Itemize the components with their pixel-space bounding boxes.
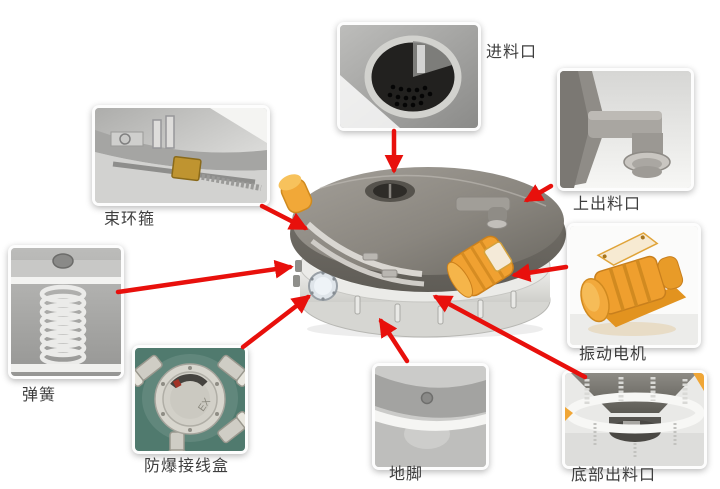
junction-box-photo: EX: [135, 348, 245, 451]
machine-spout: [455, 196, 511, 229]
upper-outlet-label: 上出料口: [573, 196, 642, 213]
foot-label: 地脚: [389, 466, 424, 483]
left-studs: [293, 260, 302, 287]
junction-box-card: EX: [132, 345, 248, 454]
sight-glass: [308, 271, 338, 301]
foot-card: [372, 363, 489, 470]
clamp-ring-card: [92, 105, 270, 206]
spring-card: [8, 245, 124, 379]
junction-box-label: 防爆接线盒: [144, 458, 230, 475]
vibration-motor-card: [567, 223, 701, 348]
clamp-ring-label: 束环箍: [104, 211, 156, 228]
machine-dome: [290, 167, 566, 292]
vibration-motor-photo: [570, 226, 698, 345]
bottom-outlet-photo: [565, 373, 704, 466]
bottom-outlet-label: 底部出料口: [571, 467, 657, 484]
bottom-outlet-card: [562, 370, 707, 469]
spring-photo: [11, 248, 121, 376]
inlet-card: [337, 22, 481, 131]
upper-outlet-card: [557, 68, 694, 191]
sieve-machine-illustration: [278, 167, 566, 338]
inlet-label: 进料口: [486, 44, 538, 61]
inlet-photo: [340, 25, 478, 128]
machine-clamp-band: [305, 221, 425, 287]
machine-motor: [446, 235, 514, 298]
spring-label: 弹簧: [22, 387, 57, 404]
foot-photo: [375, 366, 486, 467]
vibration-motor-label: 振动电机: [579, 346, 648, 363]
clamp-ring-photo: [95, 108, 267, 203]
machine-inlet-hole: [365, 180, 415, 202]
upper-outlet-photo: [560, 71, 691, 188]
